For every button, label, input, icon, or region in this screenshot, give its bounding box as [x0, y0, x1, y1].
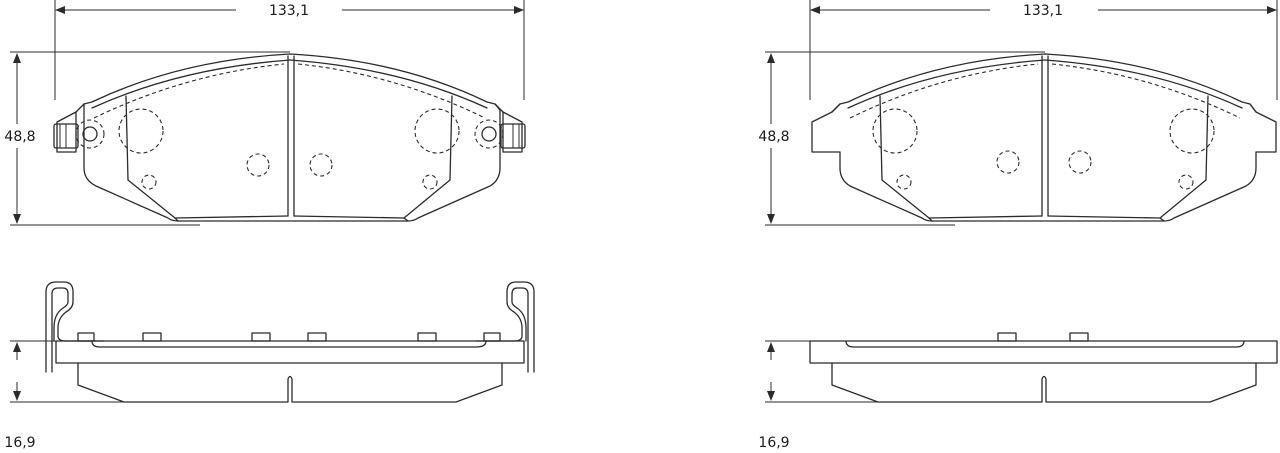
right-width-label: 133,1 [1023, 3, 1063, 19]
right-view: 133,1 48,8 [758, 0, 1278, 451]
left-pad-side: 16,9 [4, 281, 535, 451]
right-thickness-label: 16,9 [758, 435, 789, 451]
right-height-label: 48,8 [758, 129, 789, 145]
left-pad-front [53, 53, 526, 222]
right-pad-side: 16,9 [758, 332, 1278, 451]
left-thickness-label: 16,9 [4, 435, 35, 451]
right-width-dimension: 133,1 [809, 0, 1278, 100]
left-height-dimension: 48,8 [4, 51, 290, 226]
left-view: 133,1 48,8 [4, 0, 535, 451]
right-height-dimension: 48,8 [758, 51, 1045, 226]
left-width-dimension: 133,1 [54, 0, 525, 100]
left-height-label: 48,8 [4, 129, 35, 145]
left-width-label: 133,1 [269, 3, 309, 19]
right-pad-front [811, 53, 1277, 222]
